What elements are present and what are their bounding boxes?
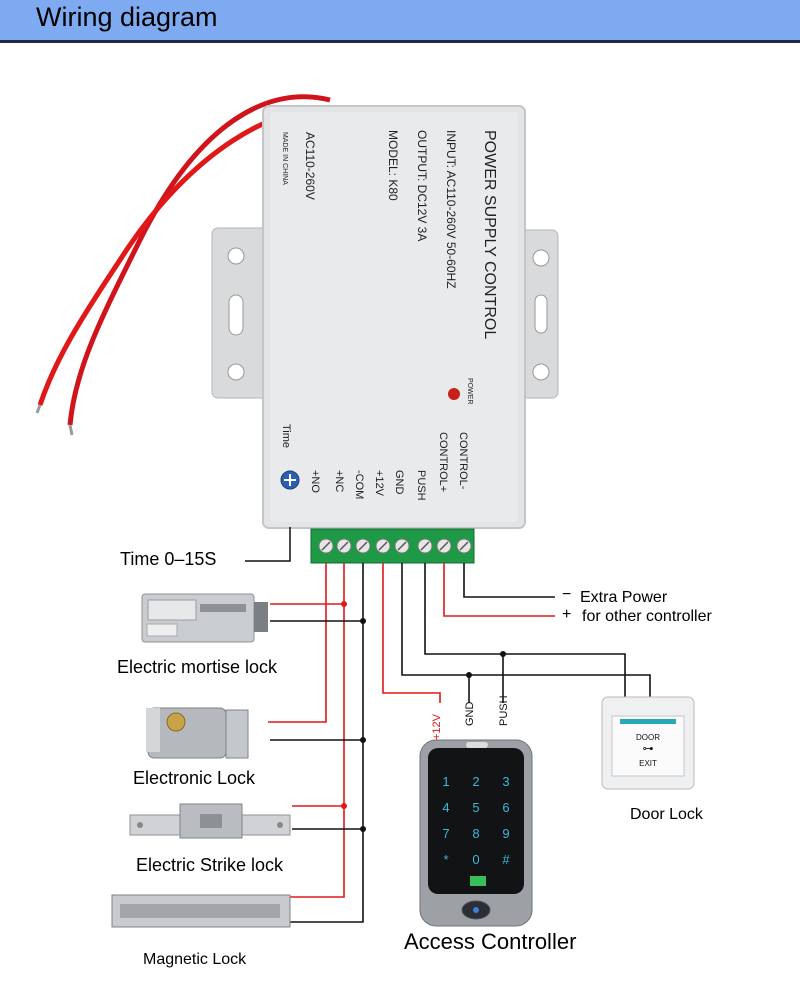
ps-made-in: MADE IN CHINA	[281, 132, 288, 185]
mounting-ear-right	[517, 229, 559, 399]
keypad-key[interactable]: 5	[472, 800, 479, 815]
keypad-key[interactable]: 3	[502, 774, 509, 789]
wire-nc	[287, 563, 345, 898]
ps-model: MODEL: K80	[386, 130, 400, 201]
for-other-controller-label: for other controller	[582, 608, 712, 625]
exit-button-device: DOOR ⊶ EXIT	[601, 696, 695, 790]
wire-control-minus	[463, 563, 555, 598]
keypad-key[interactable]: 1	[442, 774, 449, 789]
terminal-label: +NC	[333, 470, 345, 492]
exit-button-exit: EXIT	[639, 759, 657, 768]
wire-gnd	[401, 563, 651, 697]
wire-12v	[382, 563, 441, 703]
terminal-label: +NO	[309, 470, 321, 493]
mortise-lock-device	[141, 593, 268, 643]
mortise-lock-label: Electric mortise lock	[117, 657, 278, 677]
terminal-label: -COM	[353, 470, 365, 499]
magnetic-lock-device	[111, 894, 291, 928]
wire-push	[424, 563, 626, 697]
terminal-label: CONTROL+	[437, 432, 449, 492]
electronic-lock-label: Electronic Lock	[133, 768, 256, 788]
extra-power-label: Extra Power	[580, 589, 668, 606]
strike-lock-device	[129, 803, 291, 839]
wire-no	[268, 563, 327, 723]
keypad-key[interactable]: 4	[442, 800, 449, 815]
access-controller-label: Access Controller	[404, 929, 577, 954]
ps-ac: AC110-260V	[303, 132, 317, 200]
access-controller-device: 1 2 3 4 5 6 7 8 9 * 0 #	[419, 739, 533, 927]
wire-push-label: PUSH	[498, 695, 510, 726]
extra-power-minus: −	[562, 586, 572, 603]
ps-power-label: POWER	[466, 378, 473, 404]
wire-12v-label: +12V	[431, 713, 443, 740]
ps-output: OUTPUT: DC12V 3A	[415, 130, 429, 241]
key-icon: ⊶	[643, 743, 654, 755]
wire-control-plus	[443, 563, 555, 617]
extra-power-plus: +	[562, 606, 572, 623]
time-pointer-line	[245, 527, 291, 562]
keypad-key[interactable]: 6	[502, 800, 509, 815]
ps-time-label: Time	[280, 424, 292, 448]
terminal-label: +12V	[373, 470, 385, 497]
mounting-ear-left	[211, 227, 269, 399]
door-lock-label: Door Lock	[630, 806, 703, 823]
electronic-lock-device	[146, 707, 249, 759]
keypad-key[interactable]: 9	[502, 826, 509, 841]
terminal-label: CONTROL-	[457, 432, 469, 490]
power-led	[448, 388, 460, 400]
page-title: Wiring diagram	[36, 2, 218, 32]
magnetic-lock-label: Magnetic Lock	[143, 951, 247, 968]
keypad-key[interactable]: 0	[472, 852, 479, 867]
wire-gnd-label: GND	[464, 702, 476, 727]
ac-wire-1	[67, 94, 331, 426]
keypad-key[interactable]: #	[502, 852, 510, 867]
terminal-label: GND	[393, 470, 405, 495]
keypad-key[interactable]: *	[443, 852, 448, 867]
terminal-label: PUSH	[415, 470, 427, 501]
header-bar: Wiring diagram	[0, 0, 800, 43]
exit-button-door: DOOR	[636, 733, 660, 742]
ps-title: POWER SUPPLY CONTROL	[481, 130, 498, 339]
keypad-key[interactable]: 8	[472, 826, 479, 841]
wire-com	[287, 563, 364, 923]
keypad-key[interactable]: 7	[442, 826, 449, 841]
time-range-label: Time 0–15S	[120, 549, 217, 569]
strike-lock-label: Electric Strike lock	[136, 855, 284, 875]
ps-input: INPUT: AC110-260V 50-60HZ	[444, 130, 458, 289]
keypad-key[interactable]: 2	[472, 774, 479, 789]
